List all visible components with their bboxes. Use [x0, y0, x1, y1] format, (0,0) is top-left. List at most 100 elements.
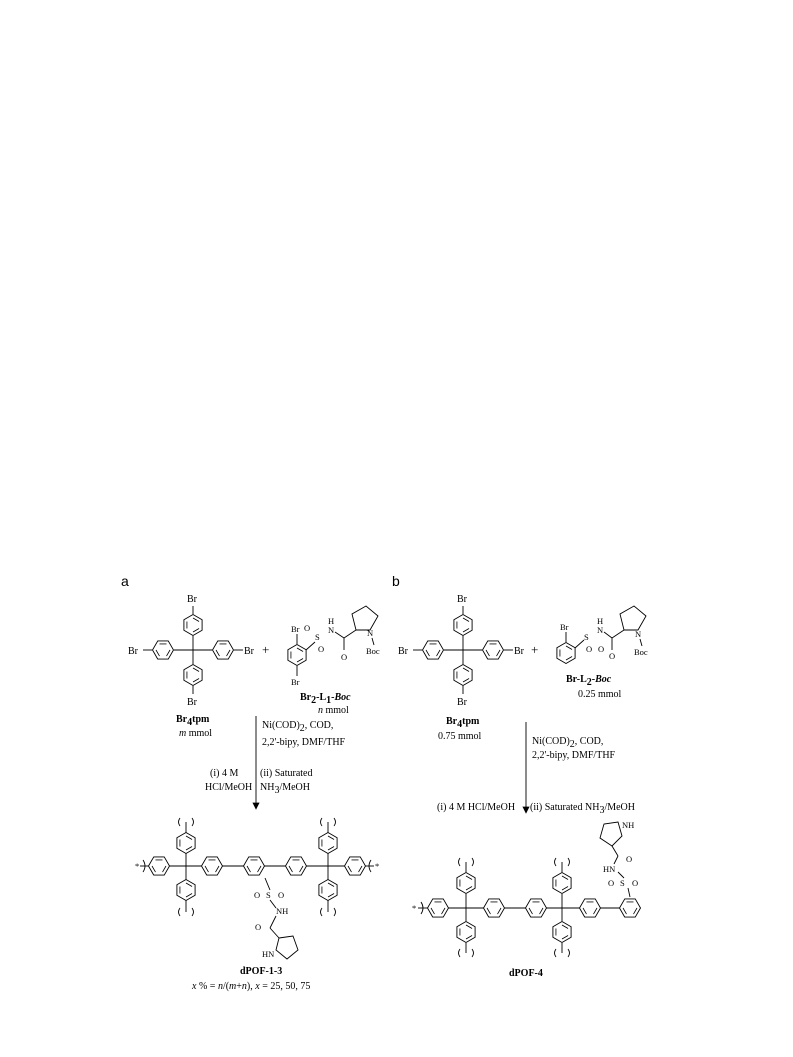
- benzene-ring: [453, 613, 473, 637]
- benzene-ring: [524, 898, 548, 918]
- benzene-ring: [578, 898, 602, 918]
- conditions-b-line2: 2,2'-bipy, DMF/THF: [532, 750, 616, 761]
- plus-sign-a: +: [262, 642, 269, 657]
- deprotection-a-left-1: (i) 4 M: [210, 768, 238, 779]
- svg-text:S: S: [315, 632, 320, 642]
- benzene-ring: [456, 871, 476, 895]
- svg-text:H: H: [328, 616, 334, 626]
- svg-text:Boc: Boc: [634, 647, 648, 657]
- amount-br-l2-boc: 0.25 mmol: [578, 689, 622, 700]
- product-label-dpof-4: dPOF-4: [509, 968, 543, 979]
- benzene-ring: [318, 878, 338, 902]
- benzene-ring: [482, 898, 506, 918]
- svg-text:Br: Br: [457, 697, 468, 708]
- svg-text:O: O: [341, 652, 347, 662]
- panel-a: a Br Br Br Br Br4tpm m mmol + Br: [121, 573, 380, 992]
- benzene-ring: [421, 640, 445, 660]
- benzene-ring: [287, 643, 307, 667]
- svg-text:Br: Br: [398, 646, 409, 657]
- svg-text:O: O: [586, 644, 592, 654]
- product-caption-a: x % = n/(m+n), x = 25, 50, 75: [191, 981, 310, 992]
- compound-label-br4tpm-b: Br4tpm: [446, 716, 480, 730]
- benzene-ring: [176, 831, 196, 855]
- svg-text:Br: Br: [457, 594, 468, 605]
- br-right: Br: [244, 646, 255, 657]
- benzene-ring: [556, 641, 576, 665]
- svg-text:HN: HN: [603, 864, 615, 874]
- br-top: Br: [187, 594, 198, 605]
- svg-text:S: S: [266, 890, 271, 900]
- svg-text:N: N: [328, 625, 334, 635]
- svg-text:N: N: [597, 625, 603, 635]
- br4tpm-structure-b: Br Br Br Br: [398, 594, 525, 708]
- svg-text:N: N: [367, 628, 373, 638]
- dpof-1-3-structure: * * S O O NH O HN: [135, 817, 379, 960]
- benzene-ring: [453, 663, 473, 687]
- deprotection-a-right-2: NH3/MeOH: [260, 782, 310, 796]
- svg-text:Br: Br: [291, 624, 300, 634]
- svg-text:Br: Br: [560, 622, 569, 632]
- benzene-ring: [242, 856, 266, 876]
- svg-text:O: O: [254, 890, 260, 900]
- svg-text:O: O: [318, 644, 324, 654]
- conditions-a-line1: Ni(COD)2, COD,: [262, 720, 333, 734]
- amount-br4tpm-a: m mmol: [179, 728, 212, 739]
- benzene-ring: [618, 898, 642, 918]
- plus-sign-b: +: [531, 642, 538, 657]
- svg-text:O: O: [609, 651, 615, 661]
- compound-label-br-l2-boc: Br-L2-Boc: [566, 674, 612, 688]
- svg-text:O: O: [608, 878, 614, 888]
- deprotection-b-left: (i) 4 M HCl/MeOH: [437, 802, 515, 813]
- benzene-ring: [343, 856, 367, 876]
- dpof-4-structure: * S O O HN O NH: [412, 820, 642, 958]
- svg-text:H: H: [597, 616, 603, 626]
- svg-text:NH: NH: [622, 820, 634, 830]
- svg-text:Boc: Boc: [366, 646, 380, 656]
- svg-text:O: O: [598, 644, 604, 654]
- svg-text:N: N: [635, 629, 641, 639]
- conditions-b-line1: Ni(COD)2, COD,: [532, 736, 603, 750]
- benzene-ring: [481, 640, 505, 660]
- svg-text:HN: HN: [262, 949, 274, 959]
- svg-text:O: O: [632, 878, 638, 888]
- deprotection-a-right-1: (ii) Saturated: [260, 768, 312, 779]
- svg-text:Br: Br: [514, 646, 525, 657]
- benzene-ring: [176, 878, 196, 902]
- svg-text:O: O: [304, 623, 310, 633]
- conditions-a-line2: 2,2'-bipy, DMF/THF: [262, 737, 346, 748]
- svg-text:S: S: [620, 878, 625, 888]
- benzene-ring: [183, 613, 203, 637]
- product-label-dpof-1-3: dPOF-1-3: [240, 966, 282, 977]
- svg-text:Br: Br: [291, 677, 300, 687]
- panel-label-b: b: [392, 573, 400, 589]
- compound-label-br4tpm-a: Br4tpm: [176, 714, 210, 728]
- svg-text:O: O: [255, 922, 261, 932]
- deprotection-a-left-2: HCl/MeOH: [205, 782, 252, 793]
- amount-br2-l1-boc: n mmol: [318, 705, 349, 716]
- amount-br4tpm-b: 0.75 mmol: [438, 731, 482, 742]
- svg-text:O: O: [626, 854, 632, 864]
- br4tpm-structure-a: Br Br Br Br: [128, 594, 255, 708]
- compound-label-br2-l1-boc: Br2-L1-Boc: [300, 692, 351, 706]
- benzene-ring: [200, 856, 224, 876]
- svg-text:*: *: [412, 903, 416, 913]
- benzene-ring: [552, 920, 572, 944]
- svg-text:O: O: [278, 890, 284, 900]
- svg-text:S: S: [584, 632, 589, 642]
- benzene-ring: [426, 898, 450, 918]
- br2-l1-boc-structure: Br Br S O O N H O N Boc: [287, 605, 380, 687]
- benzene-ring: [318, 831, 338, 855]
- svg-text:*: *: [375, 861, 379, 871]
- br-l2-boc-structure: Br S O O N H O N Boc: [556, 605, 648, 665]
- br-bottom: Br: [187, 697, 198, 708]
- benzene-ring: [151, 640, 175, 660]
- benzene-ring: [552, 871, 572, 895]
- benzene-ring: [147, 856, 171, 876]
- deprotection-b-right: (ii) Saturated NH3/MeOH: [530, 802, 635, 816]
- benzene-ring: [211, 640, 235, 660]
- panel-b: b Br Br Br Br Br4tpm 0.75 mmol + Br S: [392, 573, 648, 979]
- br-left: Br: [128, 646, 139, 657]
- benzene-ring: [456, 920, 476, 944]
- benzene-ring: [183, 663, 203, 687]
